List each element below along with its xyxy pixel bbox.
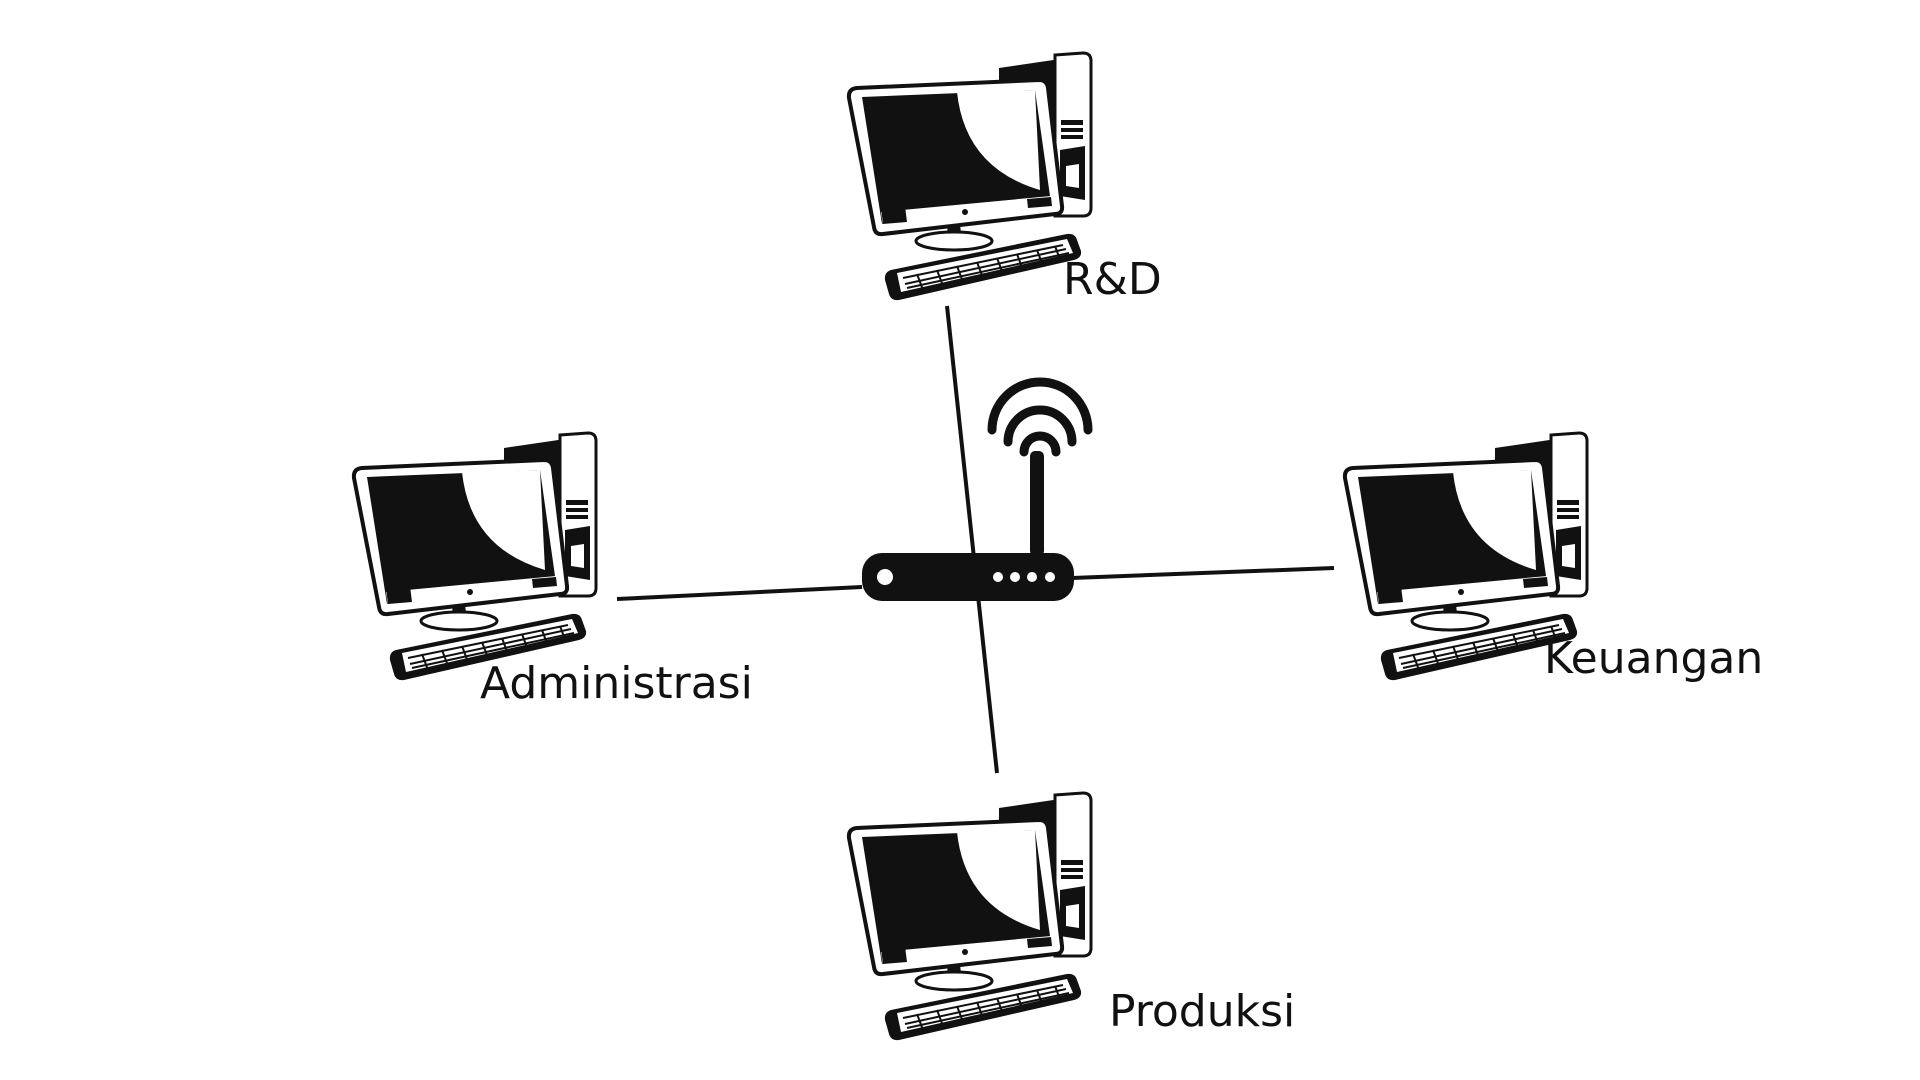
computer-rd-icon <box>846 51 1093 303</box>
computer-administrasi-icon <box>351 431 598 683</box>
node-label-administrasi: Administrasi <box>480 658 753 709</box>
node-label-keuangan: Keuangan <box>1544 633 1764 684</box>
wifi-router-icon <box>862 377 1093 601</box>
link-administrasi <box>616 585 863 601</box>
node-label-rd: R&D <box>1063 254 1162 305</box>
link-rd <box>945 305 999 774</box>
node-label-produksi: Produksi <box>1109 986 1296 1037</box>
link-keuangan <box>1071 566 1335 580</box>
computer-produksi-icon <box>846 791 1093 1043</box>
